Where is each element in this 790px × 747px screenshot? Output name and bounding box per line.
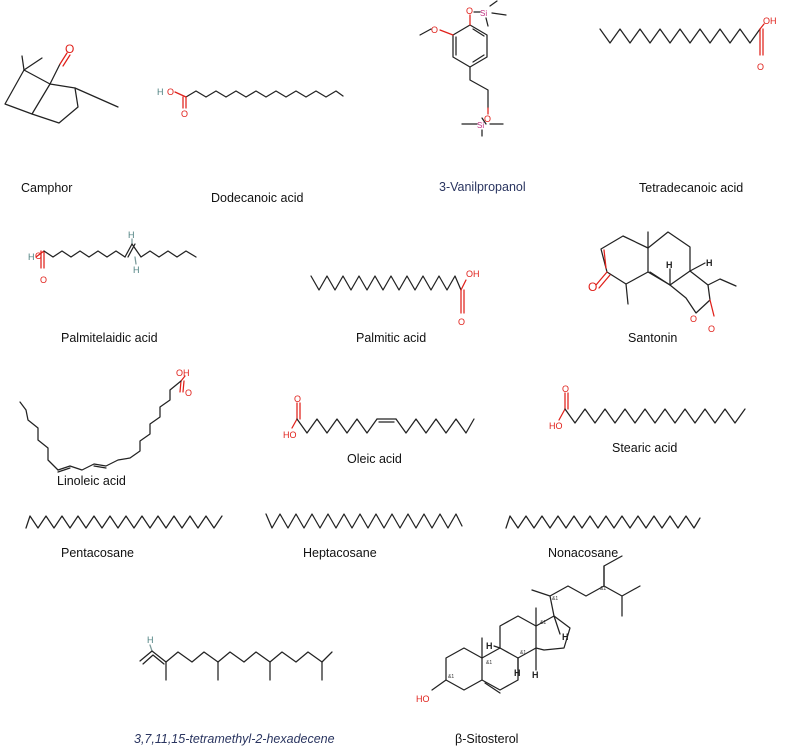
hydroxyl-label: HO — [416, 694, 430, 704]
oxygen-atom-label: O — [167, 87, 174, 97]
carbonyl-oxygen-label: O — [757, 62, 764, 72]
compound-label-santonin: Santonin — [628, 331, 678, 345]
oxygen-atom-label: O — [65, 42, 74, 56]
compound-label-pentacosane: Pentacosane — [61, 546, 134, 560]
stereo-hydrogen-label-3: H — [486, 641, 493, 651]
compound-label-vanilpropanol: 3-Vanilpropanol — [439, 180, 526, 194]
compound-label-linoleic-acid: Linoleic acid — [57, 474, 126, 488]
nonacosane-structure — [505, 515, 701, 529]
dodecanoic-acid-structure: H O O — [157, 87, 344, 119]
camphor-structure: O — [4, 42, 119, 124]
lactone-oxygen-label: O — [708, 324, 715, 334]
tetradecanoic-acid-structure: OH O — [599, 16, 777, 72]
stereo-marker: &1 — [600, 586, 606, 592]
compound-label-oleic-acid: Oleic acid — [347, 452, 402, 466]
stereo-marker: &1 — [448, 674, 454, 680]
hydroxyl-label: OH — [176, 368, 190, 378]
stereo-hydrogen-label: H — [706, 258, 713, 268]
compound-label-dodecanoic-acid: Dodecanoic acid — [211, 191, 304, 205]
stereo-marker: &1 — [552, 596, 558, 602]
hydroxyl-label: HO — [283, 430, 297, 440]
stereo-hydrogen-label: H — [514, 668, 521, 678]
silicon-atom-label: Si — [480, 9, 487, 18]
vanilpropanol-structure: O Si O O Si — [419, 0, 507, 137]
vinyl-hydrogen-label-2: H — [133, 265, 140, 275]
stereo-hydrogen-label-4: H — [562, 632, 569, 642]
carbonyl-oxygen-label: O — [458, 317, 465, 327]
palmitic-acid-structure: OH O — [310, 269, 480, 327]
linoleic-acid-structure: OH O — [19, 368, 192, 473]
carbonyl-oxygen-label: O — [562, 384, 569, 394]
beta-sitosterol-structure: HO H H H H &1 &1 &1 &1 &1 &1 — [416, 555, 641, 704]
stereo-hydrogen-label-2: H — [666, 260, 673, 270]
hydroxyl-label: OH — [466, 269, 480, 279]
hydroxyl-label: OH — [763, 16, 777, 26]
santonin-structure: O O O H H — [588, 231, 737, 334]
stereo-hydrogen-label-2: H — [532, 670, 539, 680]
compound-label-beta-sitosterol: β-Sitosterol — [455, 732, 519, 746]
carbonyl-oxygen-label: O — [294, 394, 301, 404]
ketone-oxygen-label: O — [588, 280, 597, 294]
oxygen-atom-label: O — [466, 6, 473, 16]
methoxy-oxygen-label: O — [431, 25, 438, 35]
silicon-atom-label-2: Si — [477, 121, 484, 130]
hydroxyl-oxygen-label: O — [35, 251, 42, 261]
vinyl-hydrogen-label: H — [147, 635, 154, 645]
compound-label-nonacosane: Nonacosane — [548, 546, 619, 560]
tetramethylhexadecene-structure: H — [139, 635, 333, 681]
vinyl-hydrogen-label: H — [128, 230, 135, 240]
oleic-acid-structure: O HO — [283, 394, 475, 440]
carbonyl-oxygen-label: O — [40, 275, 47, 285]
stereo-marker: &1 — [486, 660, 492, 666]
ether-oxygen-label: O — [484, 114, 491, 124]
compound-label-palmitic-acid: Palmitic acid — [356, 331, 427, 345]
compound-label-heptacosane: Heptacosane — [303, 546, 377, 560]
ring-oxygen-label: O — [690, 314, 697, 324]
hydrogen-atom-label: H — [28, 252, 35, 262]
hydroxyl-label: HO — [549, 421, 563, 431]
carbonyl-oxygen-label: O — [181, 109, 188, 119]
compound-label-tetramethylhexadecene: 3,7,11,15-tetramethyl-2-hexadecene — [134, 732, 335, 746]
carbonyl-oxygen-label: O — [185, 388, 192, 398]
compound-label-stearic-acid: Stearic acid — [612, 441, 678, 455]
compound-label-tetradecanoic-acid: Tetradecanoic acid — [639, 181, 744, 195]
stereo-marker: &1 — [540, 620, 546, 626]
pentacosane-structure — [25, 515, 223, 529]
compound-label-camphor: Camphor — [21, 181, 73, 195]
heptacosane-structure — [265, 513, 463, 529]
compound-label-palmitelaidic-acid: Palmitelaidic acid — [61, 331, 158, 345]
hydrogen-atom-label: H — [157, 87, 164, 97]
stereo-marker: &1 — [520, 650, 526, 656]
palmitelaidic-acid-structure: H O O H H — [28, 230, 197, 285]
stearic-acid-structure: O HO — [549, 384, 746, 431]
